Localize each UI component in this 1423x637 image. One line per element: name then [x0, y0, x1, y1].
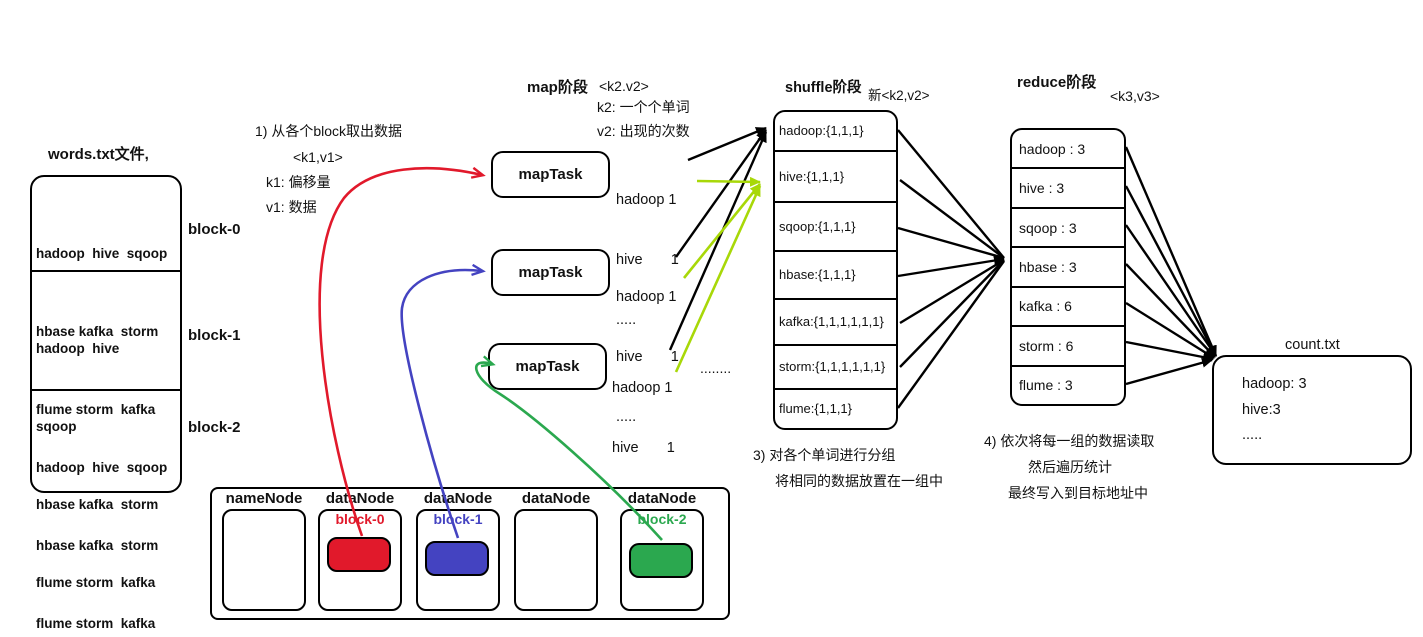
namenode-label: nameNode	[225, 490, 303, 507]
map-stage-k-desc: k2: 一个个单词	[597, 99, 690, 115]
note-3-line2: 将相同的数据放置在一组中	[775, 473, 943, 489]
reduce-stage-kv: <k3,v3>	[1110, 88, 1160, 104]
note-4-line1: 4) 依次将每一组的数据读取	[984, 433, 1155, 449]
arrow-map3-hive	[674, 185, 762, 373]
line-reduce4-count	[1125, 301, 1215, 360]
shuffle-stage-kv: 新<k2,v2>	[868, 88, 930, 103]
arrow-block0-to-maptask1	[318, 168, 482, 537]
datanode-box-1: block-0	[318, 509, 402, 611]
arrow-map1-hadoop	[687, 126, 767, 162]
block-0-rect	[327, 537, 391, 572]
note-4-line3: 最终写入到目标地址中	[1008, 485, 1148, 501]
arrow-map2-hive	[682, 183, 762, 279]
shuffle-row: hbase:{1,1,1}	[775, 252, 896, 300]
maptask-output-ellipsis: ........	[700, 360, 732, 376]
block-1-rect	[425, 541, 489, 576]
note-1-k-desc: k1: 偏移量	[266, 174, 331, 190]
count-file-title: count.txt	[1285, 337, 1340, 353]
note-3-line1: 3) 对各个单词进行分组	[753, 447, 896, 463]
reduce-row: sqoop : 3	[1012, 209, 1124, 249]
shuffle-row: storm:{1,1,1,1,1,1}	[775, 346, 896, 390]
reduce-box: hadoop : 3 hive : 3 sqoop : 3 hbase : 3 …	[1010, 128, 1126, 406]
reduce-row: flume : 3	[1019, 377, 1073, 394]
shuffle-row: hive:{1,1,1}	[775, 152, 896, 203]
shuffle-row: hadoop:{1,1,1}	[775, 112, 896, 152]
line-shuffle2-reduce	[897, 226, 1005, 260]
maptask-box-1: mapTask	[491, 151, 610, 198]
datanode-box-2: block-1	[416, 509, 500, 611]
words-file-title: words.txt文件,	[48, 146, 149, 163]
datanode-box-3	[514, 509, 598, 611]
datanode-label: dataNode	[627, 490, 697, 507]
line-reduce5-count	[1125, 340, 1214, 362]
datanode-label: dataNode	[423, 490, 493, 507]
line-reduce2-count	[1125, 224, 1217, 357]
shuffle-box: hadoop:{1,1,1} hive:{1,1,1} sqoop:{1,1,1…	[773, 110, 898, 430]
block-1-content: hadoop hive sqoop hbase kafka storm flum…	[32, 272, 180, 590]
block-0-label: block-0	[188, 221, 241, 238]
datanode-box-4: block-2	[620, 509, 704, 611]
block-2-node-label: block-2	[637, 511, 687, 527]
block-1-node-label: block-1	[433, 511, 483, 527]
count-line: .....	[1242, 427, 1263, 443]
note-1-v-desc: v1: 数据	[266, 199, 317, 215]
datanode-label: dataNode	[325, 490, 395, 507]
datanode-label: dataNode	[521, 490, 591, 507]
shuffle-row: flume:{1,1,1}	[779, 401, 852, 417]
note-1-line1: 1) 从各个block取出数据	[255, 123, 403, 139]
block-2-rect	[629, 543, 693, 578]
reduce-row: hadoop : 3	[1012, 130, 1124, 170]
block-0-content: hadoop hive sqoop hbase kafka storm flum…	[32, 177, 180, 417]
reduce-row: kafka : 6	[1012, 288, 1124, 328]
arrow-map2-hadoop	[675, 129, 767, 258]
maptask-box-2: mapTask	[491, 249, 610, 296]
count-line: hadoop: 3	[1242, 376, 1307, 392]
map-stage-kv: <k2.v2>	[599, 78, 649, 94]
line-shuffle3-reduce	[897, 255, 1005, 278]
count-file-box: hadoop: 3 hive:3 .....	[1212, 355, 1412, 465]
shuffle-stage-title: shuffle阶段	[785, 80, 862, 96]
note-1-kv: <k1,v1>	[293, 149, 343, 165]
arrow-map1-hive	[696, 176, 761, 187]
block-0-node-label: block-0	[335, 511, 385, 527]
map-stage-title: map阶段	[527, 79, 588, 96]
line-reduce6-count	[1125, 357, 1213, 386]
line-shuffle4-reduce	[899, 258, 1005, 325]
line-reduce3-count	[1125, 263, 1216, 358]
maptask-box-3: mapTask	[488, 343, 607, 390]
map-stage-v-desc: v2: 出现的次数	[597, 123, 690, 139]
arrow-map3-hadoop	[668, 131, 768, 351]
reduce-row: storm : 6	[1012, 327, 1124, 367]
line-reduce1-count	[1124, 185, 1218, 357]
reduce-row: hbase : 3	[1012, 248, 1124, 288]
line-reduce0-count	[1124, 146, 1218, 357]
namenode-box	[222, 509, 306, 611]
block-2-label: block-2	[188, 419, 241, 436]
count-line: hive:3	[1242, 402, 1281, 418]
line-shuffle1-reduce	[899, 179, 1005, 259]
line-shuffle5-reduce	[899, 259, 1005, 368]
reduce-stage-title: reduce阶段	[1017, 74, 1097, 91]
block-2-content: hadoop hive sqoop hbase kafka storm flum…	[36, 460, 168, 631]
note-4-line2: 然后遍历统计	[1028, 459, 1112, 475]
shuffle-row: kafka:{1,1,1,1,1,1}	[775, 300, 896, 347]
line-shuffle0-reduce	[897, 129, 1005, 259]
reduce-row: hive : 3	[1012, 169, 1124, 209]
line-shuffle6-reduce	[897, 260, 1005, 409]
block-1-label: block-1	[188, 327, 241, 344]
shuffle-row: sqoop:{1,1,1}	[775, 203, 896, 253]
words-file-box: hadoop hive sqoop hbase kafka storm flum…	[30, 175, 182, 631]
